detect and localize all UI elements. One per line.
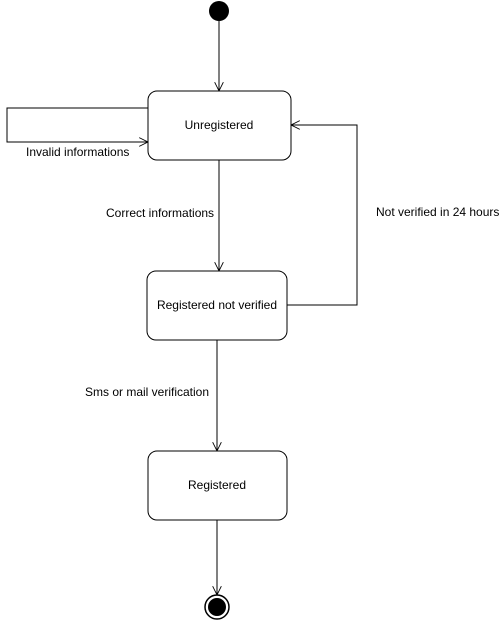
edge-sms-mail-verification-label: Sms or mail verification	[85, 385, 209, 399]
state-registered-label: Registered	[188, 478, 246, 492]
edge-not-verified-24h-label: Not verified in 24 hours	[376, 205, 499, 219]
edge-not-verified-24h	[287, 125, 358, 306]
state-registered-not-verified-label: Registered not verified	[157, 298, 277, 312]
state-unregistered-label: Unregistered	[185, 118, 254, 132]
edge-correct-informations-label: Correct informations	[106, 206, 214, 220]
state-unregistered: Unregistered	[147, 90, 292, 161]
initial-node	[209, 1, 229, 21]
edge-invalid-informations-label: Invalid informations	[26, 145, 129, 159]
state-registered-not-verified: Registered not verified	[146, 270, 288, 341]
edge-invalid-informations-loop	[6, 107, 148, 142]
final-node	[204, 594, 230, 620]
state-registered: Registered	[147, 450, 288, 521]
